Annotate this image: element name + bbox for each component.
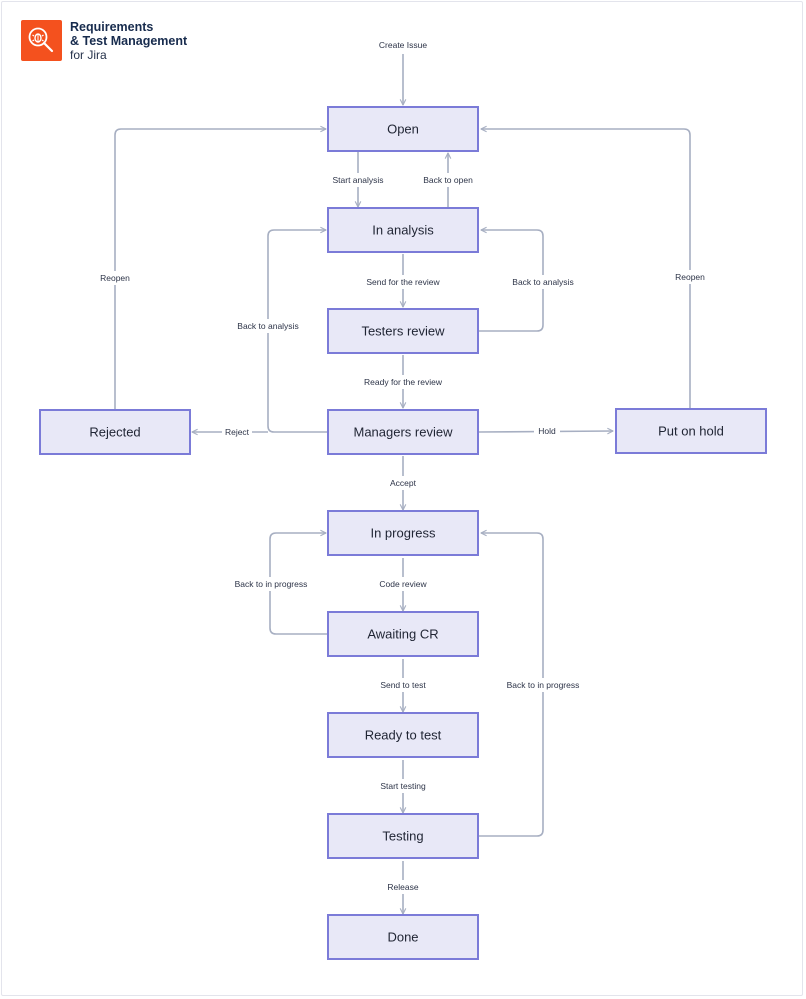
edge-reopen-left	[114, 129, 326, 410]
status-in-analysis[interactable]: In analysis	[327, 207, 479, 253]
label-reject: Reject	[222, 425, 252, 439]
status-ready-to-test[interactable]: Ready to test	[327, 712, 479, 758]
label-back-to-analysis-left: Back to analysis	[235, 319, 301, 333]
status-done[interactable]: Done	[327, 914, 479, 960]
status-in-progress-label: In progress	[370, 526, 436, 541]
label-accept-text: Accept	[390, 478, 417, 488]
label-send-to-test-text: Send to test	[380, 680, 426, 690]
status-rejected-label: Rejected	[89, 425, 140, 440]
status-ready-to-test-label: Ready to test	[365, 728, 442, 743]
label-back-to-in-progress-left: Back to in progress	[231, 577, 311, 591]
brand-title: Requirements & Test Management for Jira	[70, 20, 187, 62]
status-done-label: Done	[387, 930, 418, 945]
edge-reopen-right	[481, 129, 691, 408]
label-hold-text: Hold	[538, 426, 556, 436]
label-release: Release	[384, 880, 422, 894]
label-back-to-in-progress-right-text: Back to in progress	[507, 680, 580, 690]
status-rejected[interactable]: Rejected	[39, 409, 191, 455]
label-send-to-test: Send to test	[375, 678, 431, 692]
status-in-progress[interactable]: In progress	[327, 510, 479, 556]
label-reopen-left: Reopen	[97, 271, 133, 285]
label-send-for-review: Send for the review	[362, 275, 444, 289]
label-reject-text: Reject	[225, 427, 250, 437]
label-start-analysis: Start analysis	[330, 173, 388, 187]
status-testers-review-label: Testers review	[361, 324, 445, 339]
label-start-testing: Start testing	[375, 779, 431, 793]
label-code-review-text: Code review	[379, 579, 427, 589]
status-awaiting-cr[interactable]: Awaiting CR	[327, 611, 479, 657]
status-testing-label: Testing	[382, 829, 423, 844]
label-start-testing-text: Start testing	[380, 781, 426, 791]
label-start-analysis-text: Start analysis	[332, 175, 383, 185]
label-back-to-in-progress-left-text: Back to in progress	[235, 579, 308, 589]
status-in-analysis-label: In analysis	[372, 223, 434, 238]
label-create-issue: Create Issue	[379, 40, 427, 50]
label-back-to-open: Back to open	[420, 173, 476, 187]
status-open-label: Open	[387, 122, 419, 137]
status-testers-review[interactable]: Testers review	[327, 308, 479, 354]
label-code-review: Code review	[375, 577, 431, 591]
label-back-to-analysis-left-text: Back to analysis	[237, 321, 298, 331]
label-reopen-right-text: Reopen	[675, 272, 705, 282]
status-open[interactable]: Open	[327, 106, 479, 152]
bug-search-icon	[21, 20, 62, 61]
status-managers-review-label: Managers review	[354, 425, 454, 440]
label-reopen-left-text: Reopen	[100, 273, 130, 283]
status-put-on-hold[interactable]: Put on hold	[615, 408, 767, 454]
label-ready-for-review-text: Ready for the review	[364, 377, 443, 387]
brand-line-1: Requirements	[70, 20, 154, 34]
label-ready-for-review: Ready for the review	[360, 375, 446, 389]
label-back-to-in-progress-right: Back to in progress	[503, 678, 583, 692]
label-reopen-right: Reopen	[672, 270, 708, 284]
label-back-to-analysis-right-text: Back to analysis	[512, 277, 573, 287]
label-hold: Hold	[534, 424, 560, 438]
status-put-on-hold-label: Put on hold	[658, 424, 724, 439]
label-accept: Accept	[386, 476, 420, 490]
label-back-to-open-text: Back to open	[423, 175, 473, 185]
brand-line-3: for Jira	[70, 48, 107, 62]
label-send-for-review-text: Send for the review	[366, 277, 440, 287]
status-testing[interactable]: Testing	[327, 813, 479, 859]
status-managers-review[interactable]: Managers review	[327, 409, 479, 455]
label-create-issue-text: Create Issue	[379, 40, 427, 50]
label-release-text: Release	[387, 882, 418, 892]
status-awaiting-cr-label: Awaiting CR	[367, 627, 438, 642]
brand-line-2: & Test Management	[70, 34, 188, 48]
label-back-to-analysis-right: Back to analysis	[510, 275, 576, 289]
